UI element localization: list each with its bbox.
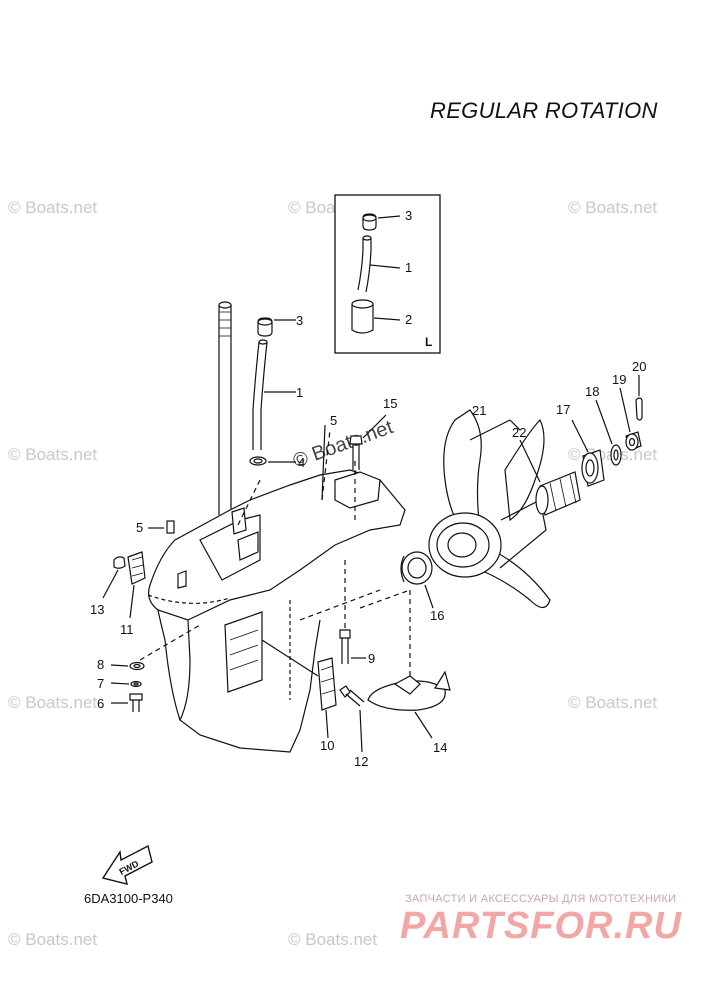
part-callout: 6 <box>97 696 104 711</box>
bolt-15 <box>349 414 387 470</box>
cotter-pin-20 <box>635 375 643 421</box>
water-pipe <box>249 317 296 466</box>
part-callout: 20 <box>632 359 646 374</box>
watermark: © Boats.net <box>568 693 658 712</box>
part-callout: 3 <box>296 313 303 328</box>
bushing-16 <box>400 551 434 609</box>
watermark: © Boats.net <box>8 445 98 464</box>
part-callout: 15 <box>383 396 397 411</box>
spacer-17 <box>571 419 605 487</box>
part-callout: 8 <box>97 657 104 672</box>
inset-callout: 3 <box>405 208 412 223</box>
screw-washers <box>110 661 145 712</box>
inset-box <box>334 194 441 354</box>
part-callout: 22 <box>512 425 526 440</box>
watermark: © Boats.net <box>568 198 658 217</box>
anode-plate-14 <box>367 670 451 739</box>
part-callout: 19 <box>612 372 626 387</box>
fwd-arrow <box>101 844 153 885</box>
part-callout: 12 <box>354 754 368 769</box>
guide-lines <box>139 429 411 680</box>
part-callout: 17 <box>556 402 570 417</box>
part-callout: 9 <box>368 651 375 666</box>
part-callout: 13 <box>90 602 104 617</box>
part-callout: 11 <box>120 622 134 637</box>
inset-callout: 2 <box>405 312 412 327</box>
shop-logo: PARTSFOR.RU <box>400 905 682 947</box>
drive-shaft <box>218 301 232 515</box>
part-callout: 5 <box>136 520 143 535</box>
nut-19 <box>619 387 642 451</box>
lower-casing <box>147 469 406 753</box>
inset-label: L <box>425 335 432 349</box>
part-callout: 16 <box>430 608 444 623</box>
anode-11-13 <box>102 551 187 619</box>
part-callout: 14 <box>433 740 447 755</box>
part-callout: 1 <box>296 385 303 400</box>
diagram-code: 6DA3100-P340 <box>84 891 173 906</box>
part-callout: 18 <box>585 384 599 399</box>
part-callout: 7 <box>97 676 104 691</box>
diagram-title: REGULAR ROTATION <box>430 98 658 123</box>
inset-callout: 1 <box>405 260 412 275</box>
propeller <box>428 409 581 609</box>
watermark: © Boats.net <box>8 693 98 712</box>
part-callout: 5 <box>330 413 337 428</box>
trim-tab-parts <box>261 629 366 753</box>
watermark: © Boats.net <box>8 198 98 217</box>
part-callout: 21 <box>472 403 486 418</box>
part-callout: 4 <box>298 455 305 470</box>
washer-18 <box>595 399 622 466</box>
watermark: © Boats.net <box>288 930 378 949</box>
part-callout: 10 <box>320 738 334 753</box>
shop-caption: ЗАПЧАСТИ И АКСЕССУАРЫ ДЛЯ МОТОТЕХНИКИ <box>405 893 677 905</box>
dowel-pin <box>148 424 326 534</box>
watermark: © Boats.net <box>8 930 98 949</box>
